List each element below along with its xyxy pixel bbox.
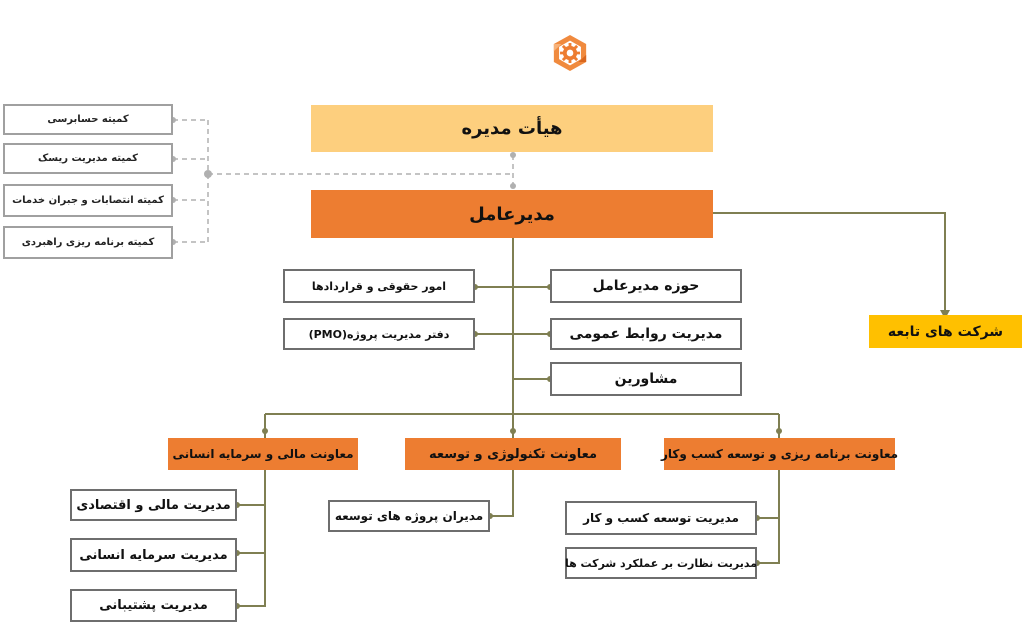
deputy-technology-label: معاونت تکنولوژی و توسعه (428, 446, 598, 462)
ceo-label: مدیرعامل (469, 203, 555, 225)
ceo-office-box: حوزه مدیرعامل (550, 269, 742, 303)
committee-audit: کمیته حسابرسی (3, 104, 173, 135)
advisors-label: مشاورین (614, 371, 678, 387)
committee-audit-label: کمیته حسابرسی (47, 114, 129, 125)
committee-risk-management: کمیته مدیریت ریسک (3, 143, 173, 174)
human-capital-label: مدیریت سرمایه انسانی (79, 547, 228, 563)
development-projects-box: مدیران پروژه های توسعه (328, 500, 490, 532)
pmo-box: دفتر مدیریت پروژه(PMO) (283, 318, 475, 350)
deputy-technology-box: معاونت تکنولوژی و توسعه (405, 438, 621, 470)
advisors-box: مشاورین (550, 362, 742, 396)
committee-strategic-planning: کمیته برنامه ریزی راهبردی (3, 226, 173, 259)
ceo-office-label: حوزه مدیرعامل (592, 278, 700, 294)
ceo-box: مدیرعامل (311, 190, 713, 238)
development-projects-label: مدیران پروژه های توسعه (334, 509, 484, 523)
deputy-finance-hr-label: معاونت مالی و سرمایه انسانی (172, 447, 354, 461)
deputy-finance-hr-box: معاونت مالی و سرمایه انسانی (168, 438, 358, 470)
business-development-box: مدیریت توسعه کسب و کار (565, 501, 757, 535)
board-of-directors-label: هیأت مدیره (461, 118, 563, 139)
business-development-label: مدیریت توسعه کسب و کار (583, 511, 739, 525)
company-performance-label: مدیریت نظارت بر عملکرد شرکت ها (564, 556, 758, 570)
committee-appointments-compensation-label: کمیته انتصابات و جبران خدمات (12, 195, 164, 206)
company-performance-box: مدیریت نظارت بر عملکرد شرکت ها (565, 547, 757, 579)
finance-economics-box: مدیریت مالی و اقتصادی (70, 489, 237, 521)
pmo-label: دفتر مدیریت پروژه(PMO) (308, 327, 450, 341)
hierarchy-lines (237, 212, 946, 607)
subsidiaries-label: شرکت های تابعه (887, 323, 1004, 340)
support-box: مدیریت پشتیبانی (70, 589, 237, 622)
subsidiaries-box: شرکت های تابعه (869, 315, 1022, 348)
legal-contracts-label: امور حقوقی و قراردادها (311, 279, 447, 293)
committee-risk-management-label: کمیته مدیریت ریسک (38, 153, 138, 164)
committee-strategic-planning-label: کمیته برنامه ریزی راهبردی (21, 237, 155, 248)
hexagon-gear-logo-icon (553, 34, 587, 72)
deputy-business-planning-box: معاونت برنامه ریزی و توسعه کسب وکار (660, 438, 899, 470)
human-capital-box: مدیریت سرمایه انسانی (70, 538, 237, 572)
committee-dashed-lines (173, 119, 514, 243)
subsidiaries-arrow-head (940, 310, 950, 319)
finance-economics-label: مدیریت مالی و اقتصادی (76, 497, 231, 513)
deputy-business-planning-label: معاونت برنامه ریزی و توسعه کسب وکار (660, 447, 899, 461)
committee-appointments-compensation: کمیته انتصابات و جبران خدمات (3, 184, 173, 217)
support-label: مدیریت پشتیبانی (99, 598, 208, 613)
legal-contracts-box: امور حقوقی و قراردادها (283, 269, 475, 303)
board-of-directors-box: هیأت مدیره (311, 105, 713, 152)
public-relations-label: مدیریت روابط عمومی (569, 326, 723, 342)
public-relations-box: مدیریت روابط عمومی (550, 318, 742, 350)
